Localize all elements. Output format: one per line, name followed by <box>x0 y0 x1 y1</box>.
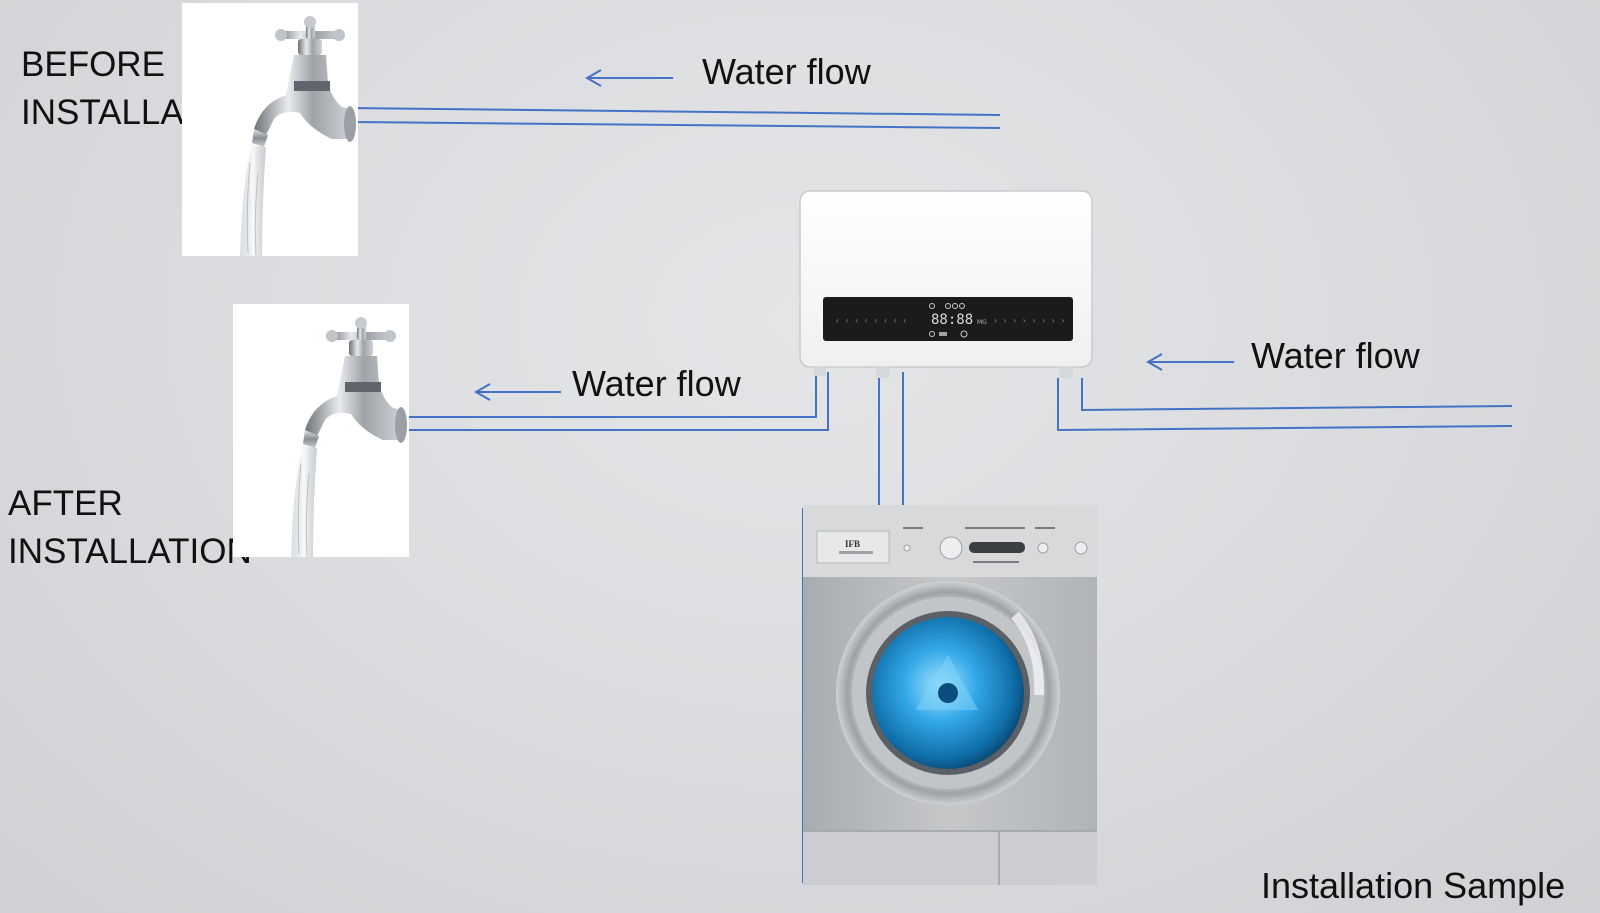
after-label-line1: AFTER <box>8 484 123 523</box>
tap-handle <box>275 16 345 55</box>
after-pipe-lower <box>408 372 829 431</box>
after-pipe-upper <box>408 372 817 418</box>
arrow-left-icon <box>1145 353 1234 371</box>
tap-icon <box>291 317 407 557</box>
appliance-display-panel: ‹ ‹ ‹ ‹ ‹ ‹ ‹ ‹ › › › › › › › › 88:88 MG <box>823 297 1073 341</box>
appliance-readout-unit: MG <box>977 319 987 326</box>
washing-machine-icon: IFB <box>803 505 1097 885</box>
tap-icon <box>240 16 356 256</box>
arrow-left-icon <box>473 383 561 401</box>
supply-pipe-lower <box>1057 378 1513 432</box>
arrow-left-icon <box>584 69 673 87</box>
svg-text:› › › › › › › ›: › › › › › › › › <box>993 316 1065 325</box>
appliance-icon: ‹ ‹ ‹ ‹ ‹ ‹ ‹ ‹ › › › › › › › › 88:88 MG <box>799 190 1093 378</box>
water-flow-label-middle: Water flow <box>572 363 741 404</box>
after-installation-label: AFTER INSTALLATION <box>8 480 252 576</box>
water-stream-icon <box>291 446 317 557</box>
after-tap-photo <box>233 304 409 557</box>
washer-brand: IFB <box>845 539 860 549</box>
supply-pipe-upper <box>1081 378 1513 412</box>
water-flow-label-top: Water flow <box>702 51 871 92</box>
water-stream-icon <box>240 145 266 256</box>
tap-handle <box>326 317 396 356</box>
installation-sample-label: Installation Sample <box>1261 865 1566 906</box>
before-pipe-upper <box>349 107 1001 116</box>
after-label-line2: INSTALLATION <box>8 532 252 571</box>
svg-text:‹ ‹ ‹ ‹ ‹ ‹ ‹ ‹: ‹ ‹ ‹ ‹ ‹ ‹ ‹ ‹ <box>835 316 907 325</box>
before-label-line1: BEFORE <box>21 45 165 84</box>
water-flow-label-right: Water flow <box>1251 335 1420 376</box>
appliance-readout: 88:88 <box>931 312 973 328</box>
before-pipe-lower <box>349 121 1001 129</box>
before-tap-photo <box>182 3 358 256</box>
